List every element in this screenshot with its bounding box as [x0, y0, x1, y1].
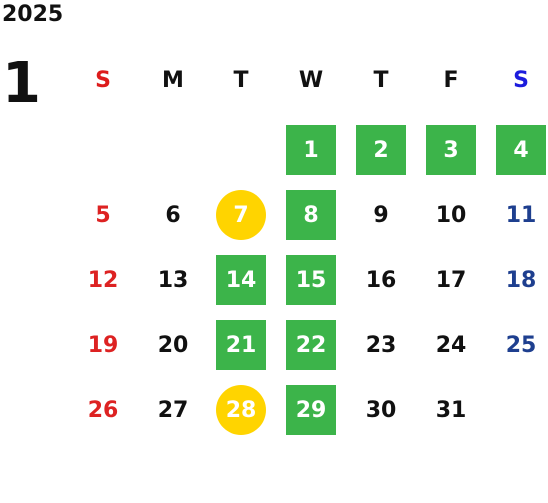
calendar-day: 2	[356, 125, 406, 175]
calendar-day: 1	[286, 125, 336, 175]
calendar-day: 9	[373, 202, 389, 228]
calendar-day: 7	[216, 190, 266, 240]
calendar-day: 16	[365, 267, 397, 293]
weekday-header: W	[298, 68, 324, 93]
calendar-day: 5	[95, 202, 111, 228]
calendar-day: 28	[216, 385, 266, 435]
calendar-day: 6	[165, 202, 181, 228]
calendar-day: 29	[286, 385, 336, 435]
weekday-header: M	[162, 68, 184, 93]
calendar-day: 31	[435, 397, 467, 423]
calendar-day: 24	[435, 332, 467, 358]
weekday-header: T	[373, 68, 389, 93]
calendar-day: 19	[87, 332, 119, 358]
calendar-day: 10	[435, 202, 467, 228]
calendar-day: 21	[216, 320, 266, 370]
weekday-header: T	[233, 68, 249, 93]
weekday-header: F	[443, 68, 459, 93]
calendar-day: 12	[87, 267, 119, 293]
calendar-day: 3	[426, 125, 476, 175]
calendar-day: 15	[286, 255, 336, 305]
calendar-day: 14	[216, 255, 266, 305]
calendar-year: 2025	[2, 2, 64, 27]
weekday-header: S	[513, 68, 529, 93]
calendar-day: 30	[365, 397, 397, 423]
calendar-month: 1	[2, 51, 41, 116]
calendar-day: 17	[435, 267, 467, 293]
calendar-day: 23	[365, 332, 397, 358]
calendar-day: 25	[505, 332, 537, 358]
calendar-day: 4	[496, 125, 546, 175]
calendar-day: 8	[286, 190, 336, 240]
calendar-day: 13	[157, 267, 189, 293]
calendar-day: 18	[505, 267, 537, 293]
calendar-day: 11	[505, 202, 537, 228]
calendar-day: 22	[286, 320, 336, 370]
calendar-day: 20	[157, 332, 189, 358]
calendar-day: 27	[157, 397, 189, 423]
calendar-day: 26	[87, 397, 119, 423]
weekday-header: S	[95, 68, 111, 93]
